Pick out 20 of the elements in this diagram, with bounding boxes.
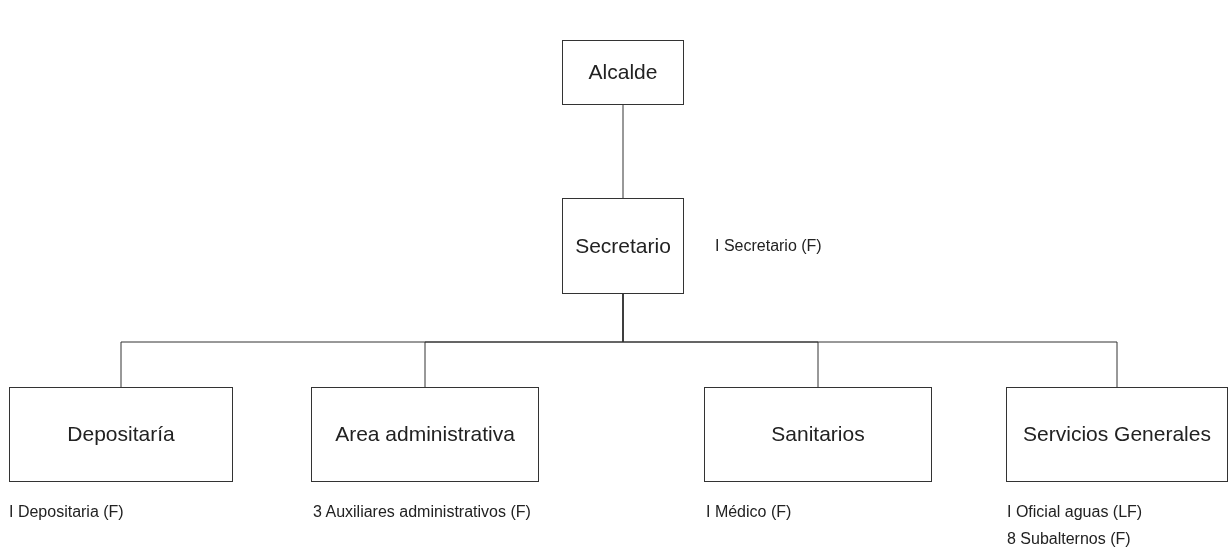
unit-title: Sanitarios	[771, 421, 865, 448]
org-box	[562, 198, 684, 294]
org-box	[9, 387, 233, 482]
staff-note: 8 Subalternos (F)	[1007, 529, 1131, 549]
unit-title: Depositaría	[67, 421, 175, 448]
unit-title: Servicios Generales	[1023, 421, 1211, 448]
unit-title: Alcalde	[588, 59, 658, 86]
org-box	[562, 40, 684, 105]
org-box	[311, 387, 539, 482]
unit-title: Area administrativa	[335, 421, 515, 448]
connector-line	[622, 293, 1118, 388]
staff-note: I Depositaria (F)	[9, 502, 124, 522]
staff-note: I Oficial aguas (LF)	[1007, 502, 1143, 522]
connector-line	[622, 104, 624, 199]
unit-title: Secretario	[575, 232, 671, 259]
org-box	[704, 387, 932, 482]
staff-note: I Secretario (F)	[715, 236, 822, 256]
staff-note: I Médico (F)	[706, 502, 792, 522]
org-box	[1006, 387, 1228, 482]
staff-note: 3 Auxiliares administrativos (F)	[313, 502, 531, 522]
